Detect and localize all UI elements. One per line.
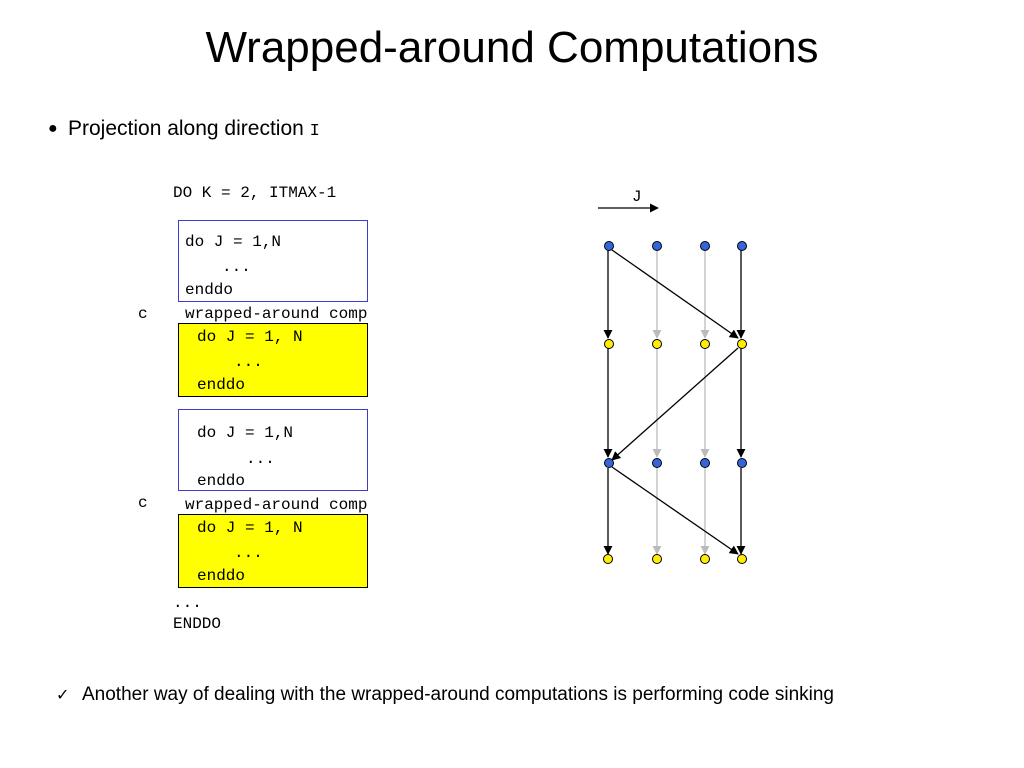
loop1-line2: ... bbox=[222, 258, 251, 276]
loop3-line1: do J = 1,N bbox=[197, 424, 294, 442]
outer-do-line: DO K = 2, ITMAX-1 bbox=[173, 184, 337, 202]
node-yellow bbox=[700, 339, 710, 349]
footer-note: ✓ Another way of dealing with the wrapped… bbox=[56, 683, 834, 708]
comment1-marker: c bbox=[138, 305, 148, 323]
diagonal-arrow-3 bbox=[611, 466, 739, 555]
loop2-line2: ... bbox=[234, 353, 263, 371]
dependence-diagram: J bbox=[598, 188, 747, 564]
loop1-line1: do J = 1,N bbox=[185, 233, 282, 251]
node-blue bbox=[604, 241, 614, 251]
loop1-line3: enddo bbox=[185, 281, 234, 299]
checkmark-icon: ✓ bbox=[56, 687, 70, 704]
node-yellow bbox=[737, 339, 747, 349]
loop2-line3: enddo bbox=[197, 376, 246, 394]
loop-box-3 bbox=[178, 409, 368, 491]
node-yellow bbox=[603, 554, 613, 564]
node-blue bbox=[652, 241, 662, 251]
bullet-dot-icon: ● bbox=[48, 120, 58, 137]
node-blue bbox=[604, 458, 614, 468]
slide-title: Wrapped-around Computations bbox=[205, 23, 819, 72]
loop-box-2 bbox=[178, 323, 368, 397]
loop4-line2: ... bbox=[234, 544, 263, 562]
outer-enddo-line: ENDDO bbox=[173, 615, 222, 633]
bullet-code-var: I bbox=[309, 122, 320, 141]
node-blue bbox=[652, 458, 662, 468]
node-yellow bbox=[700, 554, 710, 564]
loop4-line1: do J = 1, N bbox=[197, 519, 303, 537]
node-blue bbox=[700, 241, 710, 251]
comment2-text: wrapped-around comp bbox=[185, 496, 368, 514]
node-blue bbox=[737, 458, 747, 468]
footer-text: Another way of dealing with the wrapped-… bbox=[82, 684, 834, 705]
comment2-marker: c bbox=[138, 494, 148, 512]
bullet-text: Projection along direction bbox=[68, 117, 304, 140]
node-blue bbox=[700, 458, 710, 468]
diagonal-arrow-2 bbox=[611, 347, 739, 461]
loop3-line2: ... bbox=[246, 450, 275, 468]
comment1-text: wrapped-around comp bbox=[185, 305, 368, 323]
direction-label: J bbox=[632, 188, 642, 206]
loop2-line1: do J = 1, N bbox=[197, 328, 303, 346]
node-yellow bbox=[652, 339, 662, 349]
loop-box-4 bbox=[178, 514, 368, 588]
node-yellow bbox=[737, 554, 747, 564]
diagonal-arrow-1 bbox=[611, 249, 739, 339]
node-blue bbox=[737, 241, 747, 251]
loop4-line3: enddo bbox=[197, 567, 246, 585]
loop3-line3: enddo bbox=[197, 472, 246, 490]
bullet-item: ● Projection along direction I bbox=[48, 116, 320, 145]
loop-box-1 bbox=[178, 220, 368, 302]
node-yellow bbox=[604, 339, 614, 349]
node-yellow bbox=[652, 554, 662, 564]
outer-ellipsis: ... bbox=[173, 594, 202, 612]
